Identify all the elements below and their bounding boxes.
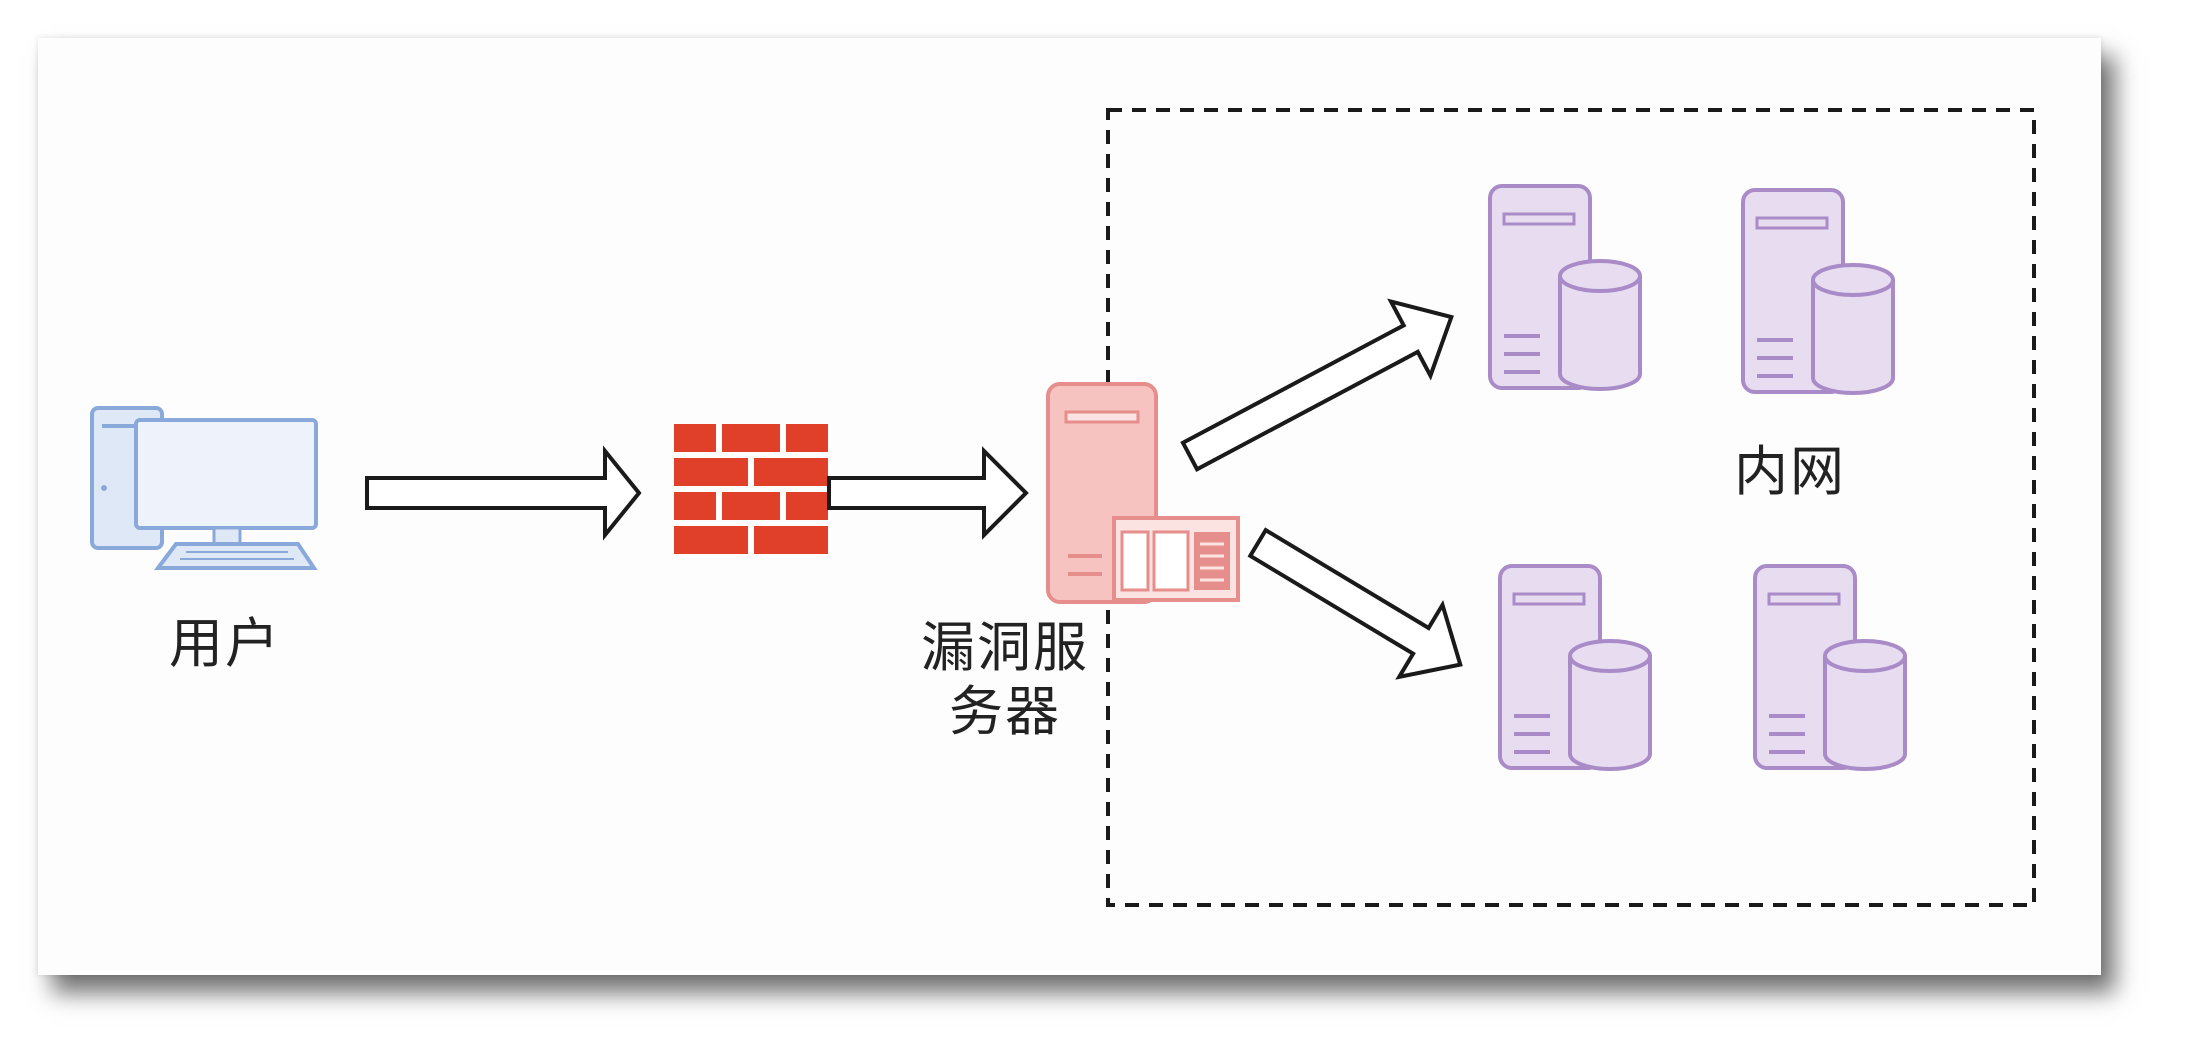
database-server-icon — [1488, 184, 1642, 391]
desktop-computer-icon — [90, 406, 318, 570]
arrow-server-to-lower-db — [1247, 527, 1463, 680]
arrow-server-to-upper-db — [1180, 298, 1454, 472]
database-server-icon — [1753, 564, 1907, 771]
intranet-boundary — [1106, 108, 2036, 907]
vulnerable-server-label: 漏洞服务器 — [921, 616, 1089, 743]
arrow-user-to-firewall — [365, 445, 642, 541]
user-label: 用户 — [169, 612, 281, 675]
database-server-icon — [1741, 188, 1895, 395]
brick-firewall-icon — [674, 424, 828, 554]
database-server-icon — [1498, 564, 1652, 771]
intranet-label: 内网 — [1734, 440, 1846, 503]
server-with-panel-icon — [1046, 382, 1240, 604]
arrow-firewall-to-server — [827, 446, 1029, 540]
